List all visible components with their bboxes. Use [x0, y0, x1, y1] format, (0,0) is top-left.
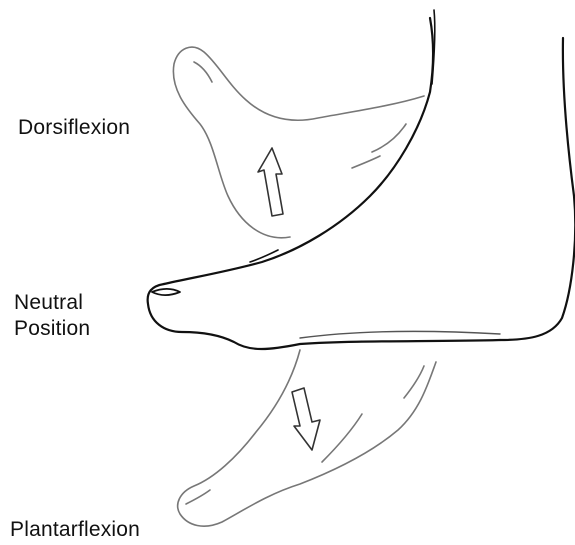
neutral-label-line-1: Neutral — [14, 290, 90, 316]
plantarflexion-label: Plantarflexion — [10, 517, 140, 543]
neutral-label-line-2: Position — [14, 316, 90, 342]
plantarflexion-arrow — [292, 388, 320, 450]
dorsiflexed-foot — [173, 47, 424, 238]
plantarflexed-foot — [178, 350, 436, 526]
dorsiflexion-arrow — [258, 148, 283, 216]
dorsiflexion-label: Dorsiflexion — [18, 115, 130, 141]
neutral-position-label: Neutral Position — [14, 290, 90, 342]
